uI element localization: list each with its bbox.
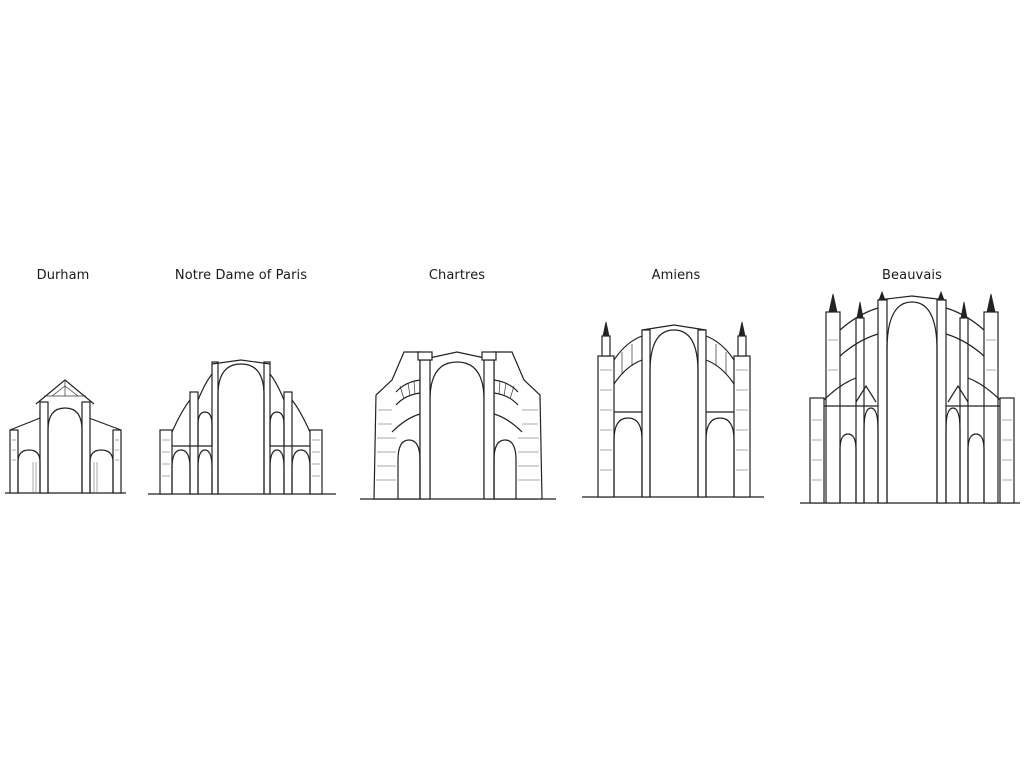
label-durham: Durham [36, 268, 90, 283]
label-notre-dame-of-paris: Notre Dame of Paris [174, 268, 308, 283]
notre-dame-cross-section [148, 359, 336, 495]
label-chartres: Chartres [428, 268, 486, 283]
label-amiens: Amiens [651, 268, 701, 283]
durham-cross-section [5, 379, 126, 494]
label-beauvais: Beauvais [882, 268, 942, 283]
beauvais-cross-section [800, 290, 1020, 504]
chartres-cross-section [360, 351, 556, 500]
amiens-cross-section [582, 321, 764, 498]
